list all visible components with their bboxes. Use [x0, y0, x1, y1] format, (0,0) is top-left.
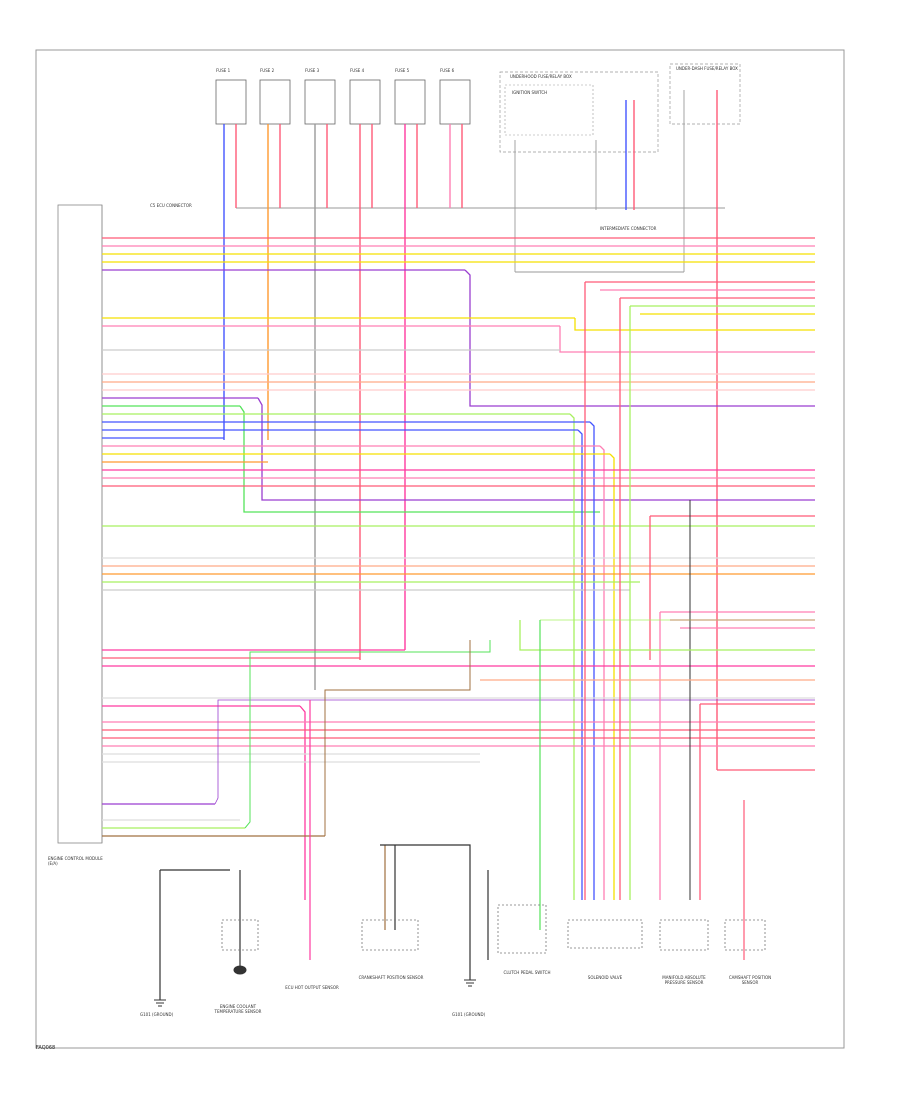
comp-label-2: ENGINE COOLANT TEMPERATURE SENSOR: [214, 1004, 262, 1014]
fuse-box-4: [349, 79, 381, 125]
comp-outline-cmp2: [724, 919, 766, 951]
fuse-label-5: FUSE 5: [395, 68, 410, 73]
comp-outline-clutch: [497, 904, 547, 954]
fuse-label-1: FUSE 1: [216, 68, 231, 73]
comp-label-9: CAMSHAFT POSITION SENSOR: [728, 975, 772, 985]
fuse-box-2: [259, 79, 291, 125]
comp-label-6: CLUTCH PEDAL SWITCH: [503, 970, 551, 975]
fuse-label-2: FUSE 2: [260, 68, 275, 73]
under-dash-label: UNDER-DASH FUSE/RELAY BOX: [676, 66, 738, 71]
center-connector-label: IGNITION SWITCH: [512, 90, 548, 95]
fuse-label-4: FUSE 4: [350, 68, 365, 73]
comp-label-5: G101 (GROUND): [452, 1012, 486, 1017]
fuse-label-6: FUSE 6: [440, 68, 455, 73]
ecm-title: ENGINE CONTROL MODULE (E/A): [48, 856, 103, 866]
comp-outline-map: [659, 919, 709, 951]
bottom-components: [221, 904, 766, 954]
right-harness: [480, 281, 815, 900]
fuse-label-3: FUSE 3: [305, 68, 320, 73]
fuse-box-5: [394, 79, 426, 125]
relay-inner: [504, 84, 594, 136]
comp-label-1: G101 (GROUND): [140, 1012, 174, 1017]
comp-label-4: CRANKSHAFT POSITION SENSOR: [358, 975, 424, 980]
comp-outline-cmp: [361, 919, 419, 951]
comp-label-8: MANIFOLD ABSOLUTE PRESSURE SENSOR: [662, 975, 706, 985]
fuse-box-1: [215, 79, 247, 125]
ground-symbols: [154, 965, 476, 1007]
fuse-box-6: [439, 79, 471, 125]
diagram-code: FAQ068: [36, 1045, 56, 1051]
comp-label-7: SOLENOID VALVE: [587, 975, 623, 980]
fuse-drop-wires: [223, 90, 718, 770]
comp-outline-sv: [567, 919, 643, 949]
fuse-row: [215, 79, 471, 125]
relay-junction-label: INTERMEDIATE CONNECTOR: [600, 226, 657, 231]
ecm-harness: [102, 237, 815, 900]
fuse-box-3: [304, 79, 336, 125]
relay-box: [499, 71, 659, 153]
diagram-border: [35, 49, 845, 1049]
component-drops: [159, 620, 745, 1000]
ecm-block: [57, 204, 103, 844]
gray-bus: [236, 90, 725, 273]
fuse-relay-box-label: UNDERHOOD FUSE/RELAY BOX: [510, 74, 572, 79]
comp-outline-ect: [221, 919, 259, 951]
connector-group-label: C5 ECU CONNECTOR: [150, 203, 192, 208]
comp-label-3: ECU HOT OUTPUT SENSOR: [285, 985, 339, 990]
junction-box: [669, 63, 741, 125]
